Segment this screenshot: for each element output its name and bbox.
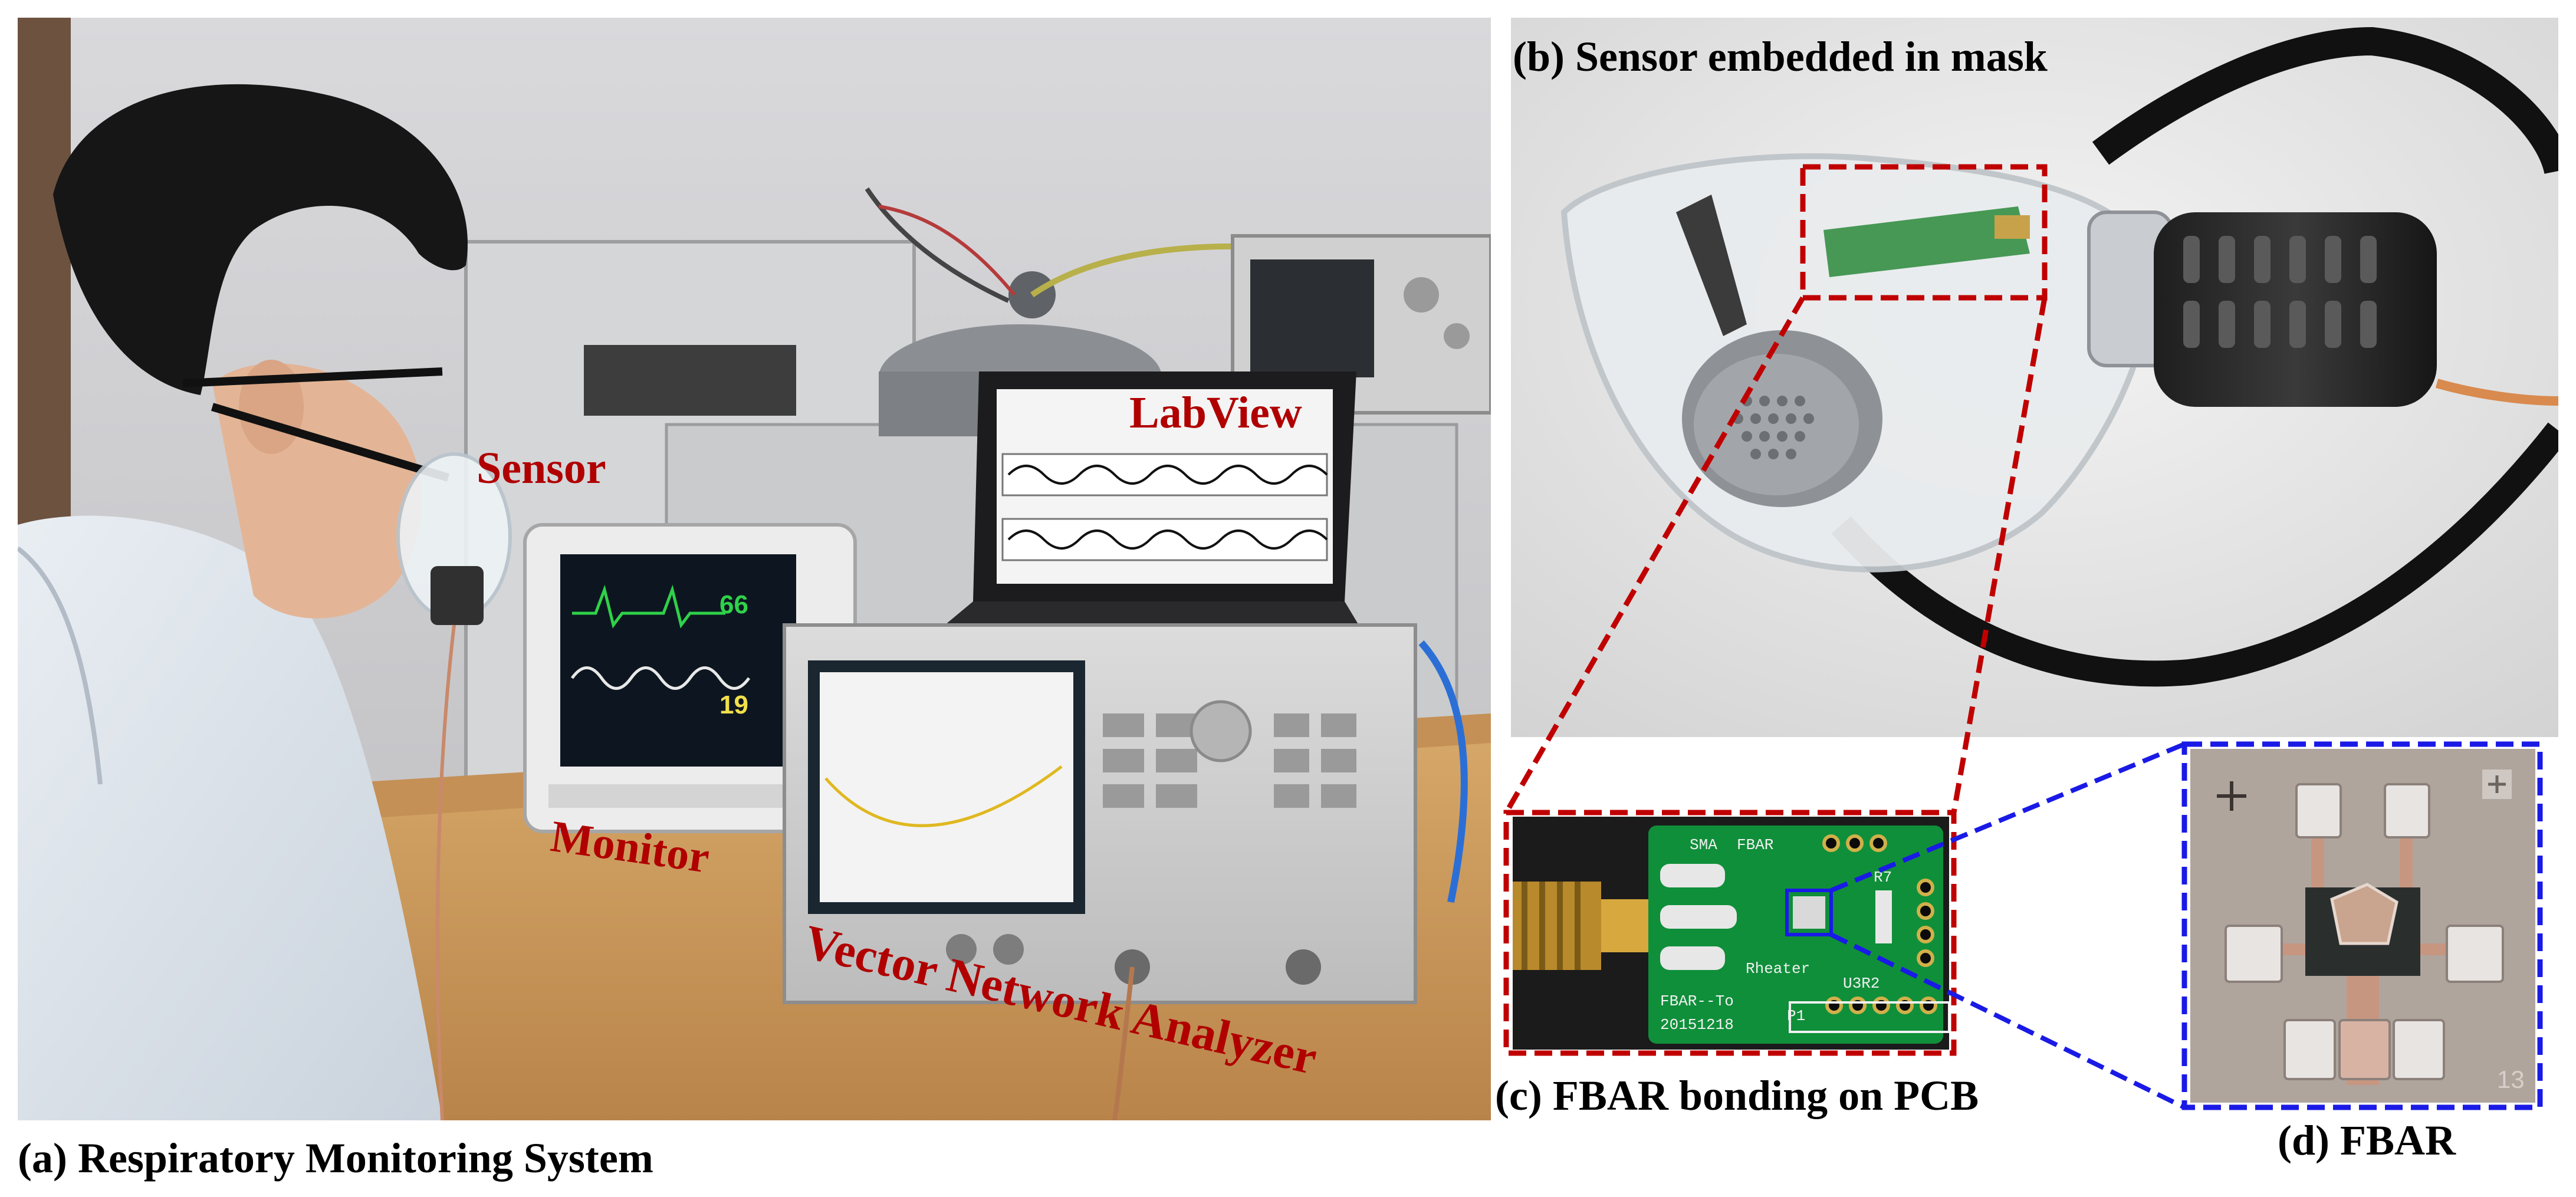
silk-sma: SMA bbox=[1690, 836, 1717, 854]
mask-illustration bbox=[1511, 18, 2558, 737]
monitor-heart-rate: 66 bbox=[719, 590, 748, 619]
silk-date: 20151218 bbox=[1660, 1016, 1734, 1034]
caption-c: (c) FBAR bonding on PCB bbox=[1495, 1072, 1979, 1119]
silk-r7: R7 bbox=[1874, 869, 1892, 886]
lab-scene-illustration: 66 19 bbox=[18, 18, 1491, 1120]
caption-b: (b) Sensor embedded in mask bbox=[1513, 33, 2048, 80]
label-labview: LabView bbox=[1129, 388, 1302, 438]
photo-fbar-pcb: SMA FBAR Rheater FBAR--To 20151218 P1 U3… bbox=[1513, 817, 1949, 1050]
photo-fbar-die: 13 bbox=[2190, 749, 2535, 1103]
silk-u3r2: U3R2 bbox=[1843, 975, 1880, 992]
pcb-illustration: SMA FBAR Rheater FBAR--To 20151218 P1 U3… bbox=[1513, 817, 1949, 1050]
silk-fbar-to: FBAR--To bbox=[1660, 992, 1734, 1010]
caption-d: (d) FBAR bbox=[2278, 1117, 2456, 1164]
photo-respiratory-system: 66 19 bbox=[18, 18, 1491, 1120]
monitor-resp-rate: 19 bbox=[719, 690, 748, 719]
silk-fbar: FBAR bbox=[1737, 836, 1773, 854]
die-number: 13 bbox=[2497, 1066, 2525, 1093]
silk-rheater: Rheater bbox=[1746, 960, 1810, 978]
caption-a: (a) Respiratory Monitoring System bbox=[18, 1134, 653, 1182]
photo-mask-sensor bbox=[1511, 18, 2558, 737]
fbar-die-illustration: 13 bbox=[2190, 749, 2535, 1103]
label-sensor: Sensor bbox=[477, 443, 606, 493]
